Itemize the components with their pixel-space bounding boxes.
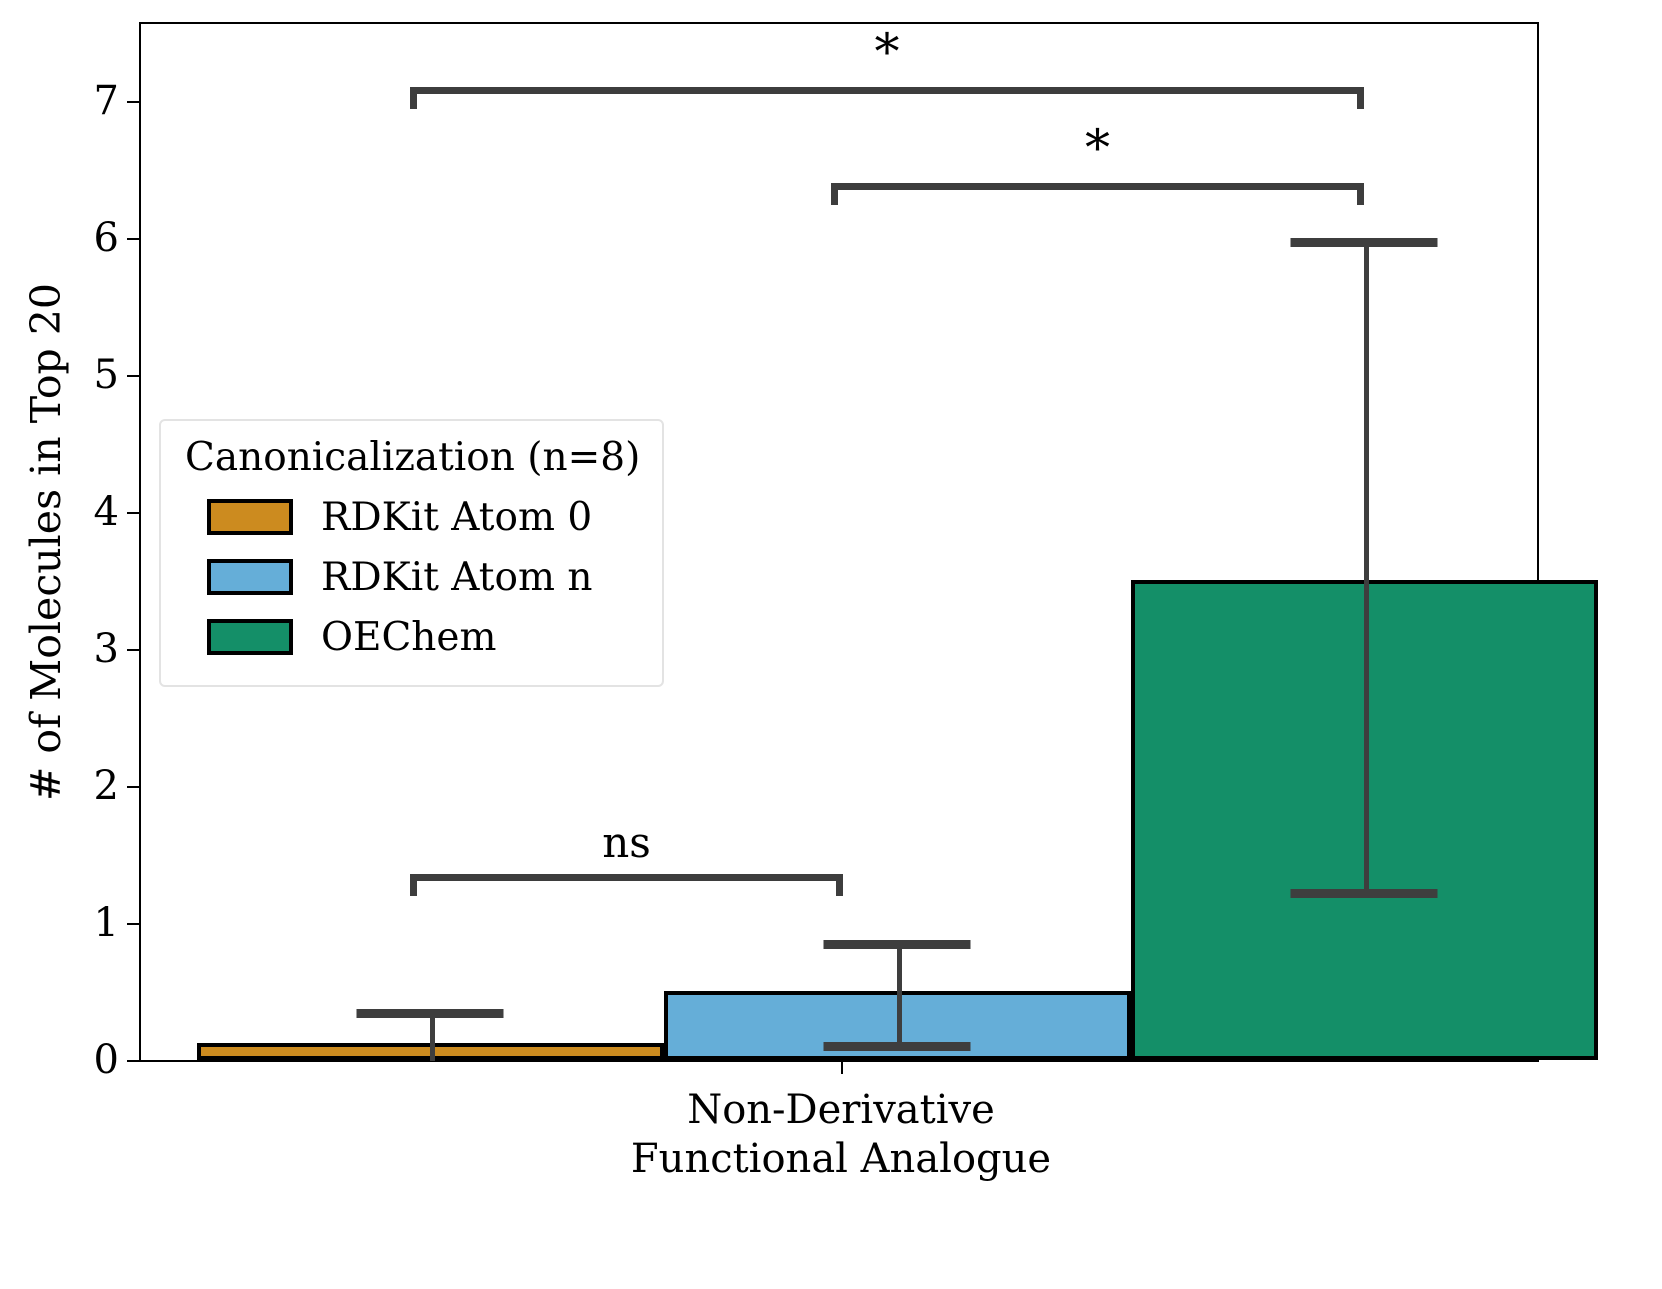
error-bar-cap-upper-oechem	[1290, 238, 1438, 247]
legend-swatch-rdkit-atom-n	[207, 559, 293, 596]
error-bar-cap-lower-rdkit-atom-n	[823, 1042, 971, 1051]
legend-title: Canonicalization (n=8)	[185, 435, 641, 480]
y-tick-mark-5	[127, 375, 141, 377]
y-tick-mark-4	[127, 512, 141, 514]
y-tick-mark-3	[127, 649, 141, 651]
legend-swatch-rdkit-atom-0	[207, 499, 293, 536]
x-tick-label: Non-Derivative Functional Analogue	[630, 1087, 1052, 1182]
legend-item-rdkit-atom-n[interactable]: RDKit Atom n	[183, 547, 640, 607]
significance-label-mid: *	[1085, 119, 1110, 177]
significance-bracket-ns-tick-right	[836, 874, 843, 896]
y-tick-mark-6	[127, 238, 141, 240]
error-bar-cap-upper-rdkit-atom-n	[823, 940, 971, 949]
legend: Canonicalization (n=8) RDKit Atom 0 RDKi…	[159, 419, 665, 688]
error-bar-line-oechem	[1364, 238, 1369, 889]
plot-area: * * ns	[141, 23, 1598, 1061]
legend-item-rdkit-atom-0[interactable]: RDKit Atom 0	[183, 487, 640, 547]
significance-bracket-ns-bar	[410, 874, 843, 881]
y-tick-label-3: 3	[93, 626, 119, 672]
significance-bracket-mid-tick-right	[1357, 183, 1364, 205]
y-axis-label: # of Molecules in Top 20	[22, 283, 70, 801]
significance-bracket-mid-bar	[831, 183, 1364, 190]
error-bar-cap-lower-oechem	[1290, 889, 1438, 898]
y-tick-mark-1	[127, 923, 141, 925]
x-tick-mark	[841, 1060, 843, 1074]
y-tick-label-1: 1	[93, 900, 119, 946]
significance-bracket-top-tick-left	[410, 87, 417, 109]
legend-label-rdkit-atom-n: RDKit Atom n	[321, 554, 593, 600]
significance-bracket-ns-tick-left	[410, 874, 417, 896]
legend-label-rdkit-atom-0: RDKit Atom 0	[321, 494, 593, 540]
y-tick-label-6: 6	[93, 215, 119, 261]
y-tick-mark-2	[127, 786, 141, 788]
error-bar-line-rdkit-atom-0	[430, 1009, 435, 1061]
error-bar-cap-upper-rdkit-atom-0	[356, 1009, 504, 1018]
y-tick-mark-0	[127, 1060, 141, 1062]
significance-bracket-top-tick-right	[1357, 87, 1364, 109]
y-tick-label-5: 5	[93, 352, 119, 398]
significance-bracket-top-bar	[410, 87, 1364, 94]
legend-swatch-oechem	[207, 619, 293, 656]
error-bar-line-rdkit-atom-n	[897, 940, 902, 1043]
y-tick-label-7: 7	[93, 78, 119, 124]
legend-label-oechem: OEChem	[321, 614, 497, 660]
y-tick-label-2: 2	[93, 763, 119, 809]
y-tick-label-0: 0	[93, 1037, 119, 1083]
significance-bracket-mid-tick-left	[831, 183, 838, 205]
significance-label-top: *	[874, 23, 900, 81]
y-tick-mark-7	[127, 101, 141, 103]
significance-label-ns: ns	[602, 818, 651, 867]
legend-item-oechem[interactable]: OEChem	[183, 607, 640, 667]
y-tick-label-4: 4	[93, 489, 119, 535]
